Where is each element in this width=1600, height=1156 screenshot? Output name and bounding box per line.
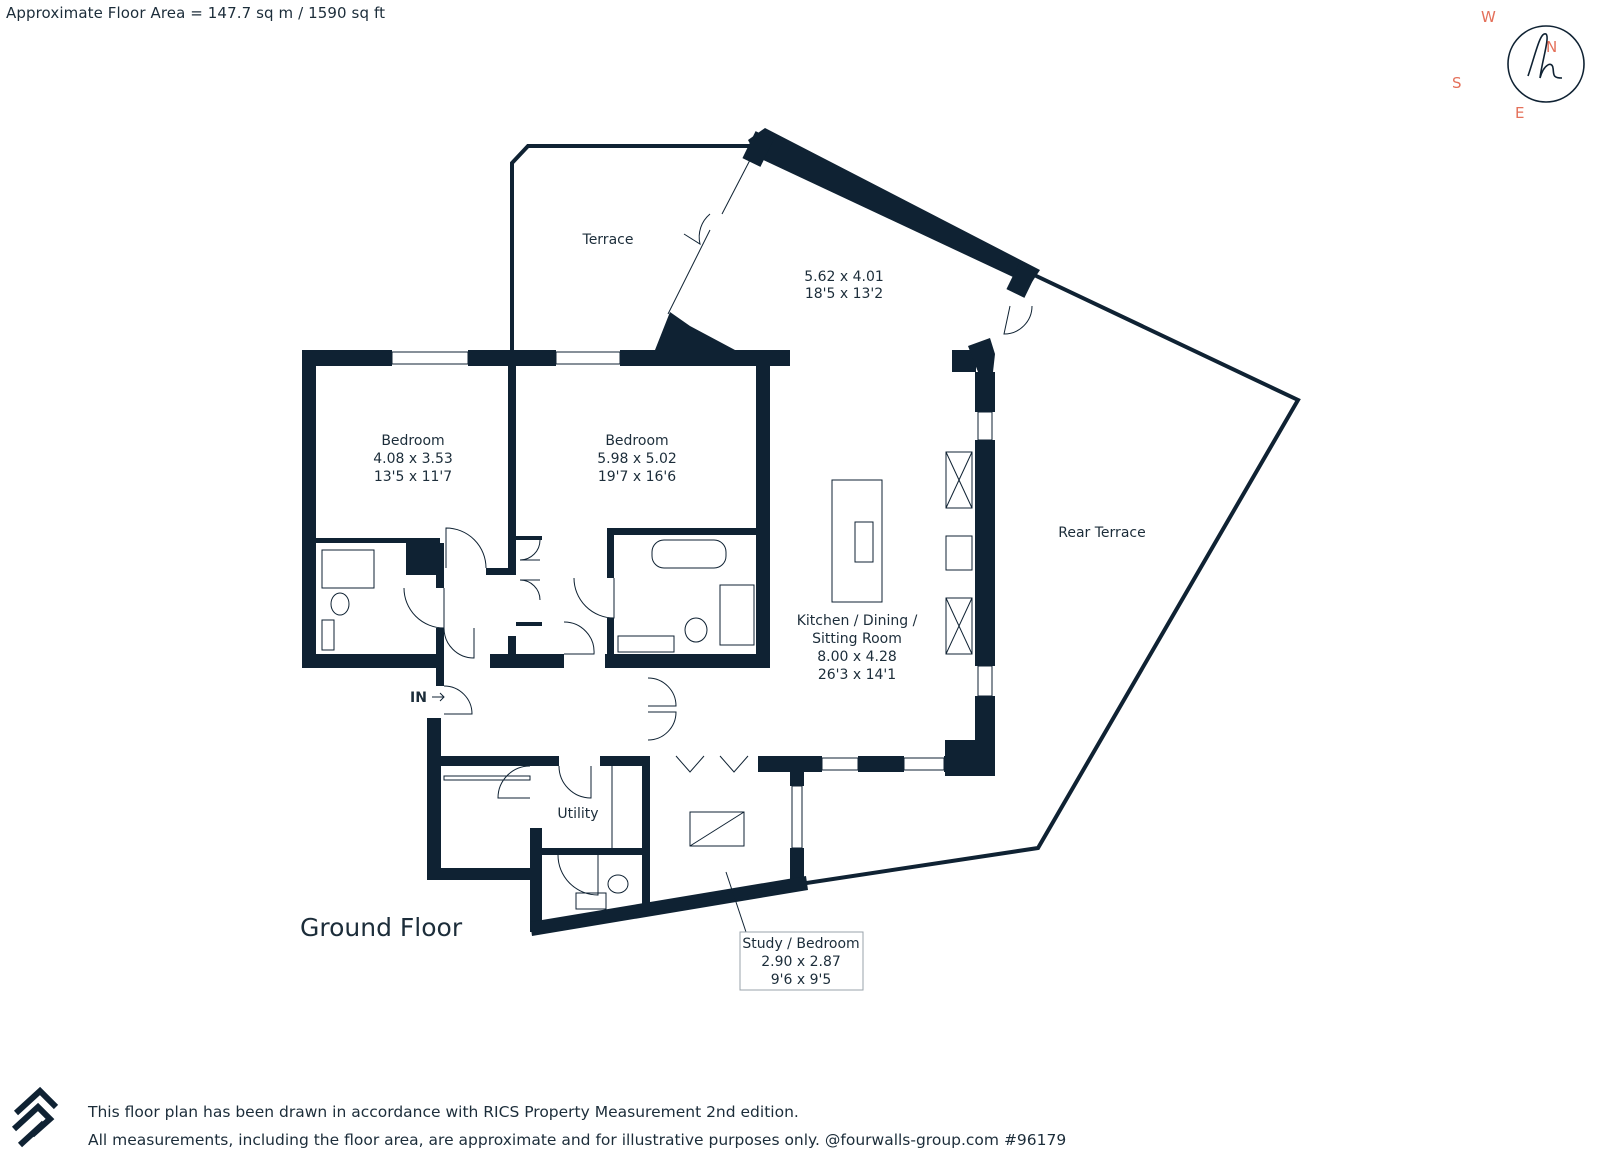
terrace-label: Terrace (582, 232, 634, 248)
doors (403, 213, 1033, 896)
kitchen-imperial: 26'3 x 14'1 (818, 667, 896, 683)
rear-terrace-label: Rear Terrace (1058, 525, 1145, 541)
walls (302, 128, 1040, 936)
compass-e: E (1515, 104, 1524, 122)
study-metric: 2.90 x 2.87 (761, 954, 841, 970)
upper-living-imperial: 18'5 x 13'2 (805, 286, 883, 302)
footer-line-1: This floor plan has been drawn in accord… (88, 1103, 799, 1121)
study-imperial: 9'6 x 9'5 (771, 972, 832, 988)
study-name: Study / Bedroom (742, 936, 859, 952)
bedroom2-name: Bedroom (605, 433, 668, 449)
kitchen-metric: 8.00 x 4.28 (817, 649, 897, 665)
compass-n: N (1546, 38, 1557, 56)
floor-title: Ground Floor (300, 913, 463, 942)
rear-terrace-outline (799, 271, 1301, 886)
kitchen-line1: Kitchen / Dining / (797, 613, 918, 629)
fourwalls-logo-icon (11, 1086, 59, 1148)
bedroom1-imperial: 13'5 x 11'7 (374, 469, 452, 485)
compass-icon: W (1507, 25, 1585, 103)
bedroom2-metric: 5.98 x 5.02 (597, 451, 677, 467)
bedroom1-name: Bedroom (381, 433, 444, 449)
study-label-box (739, 931, 864, 991)
windows (391, 159, 993, 849)
compass-letters: W N S E (1452, 8, 1557, 122)
bedroom1-metric: 4.08 x 3.53 (373, 451, 453, 467)
utility-label: Utility (557, 806, 598, 822)
kitchen-line2: Sitting Room (812, 631, 902, 647)
floor-area-caption: Approximate Floor Area = 147.7 sq m / 15… (6, 4, 386, 22)
compass-s: S (1452, 74, 1462, 92)
compass-w: W (1481, 8, 1496, 26)
footer-line-2: All measurements, including the floor ar… (88, 1131, 1067, 1149)
entrance-label: IN (410, 690, 427, 706)
entrance-arrow-icon (432, 692, 445, 702)
upper-living-metric: 5.62 x 4.01 (804, 269, 884, 285)
terrace-outline (510, 144, 758, 352)
fixtures (321, 451, 973, 933)
bedroom2-imperial: 19'7 x 16'6 (598, 469, 676, 485)
